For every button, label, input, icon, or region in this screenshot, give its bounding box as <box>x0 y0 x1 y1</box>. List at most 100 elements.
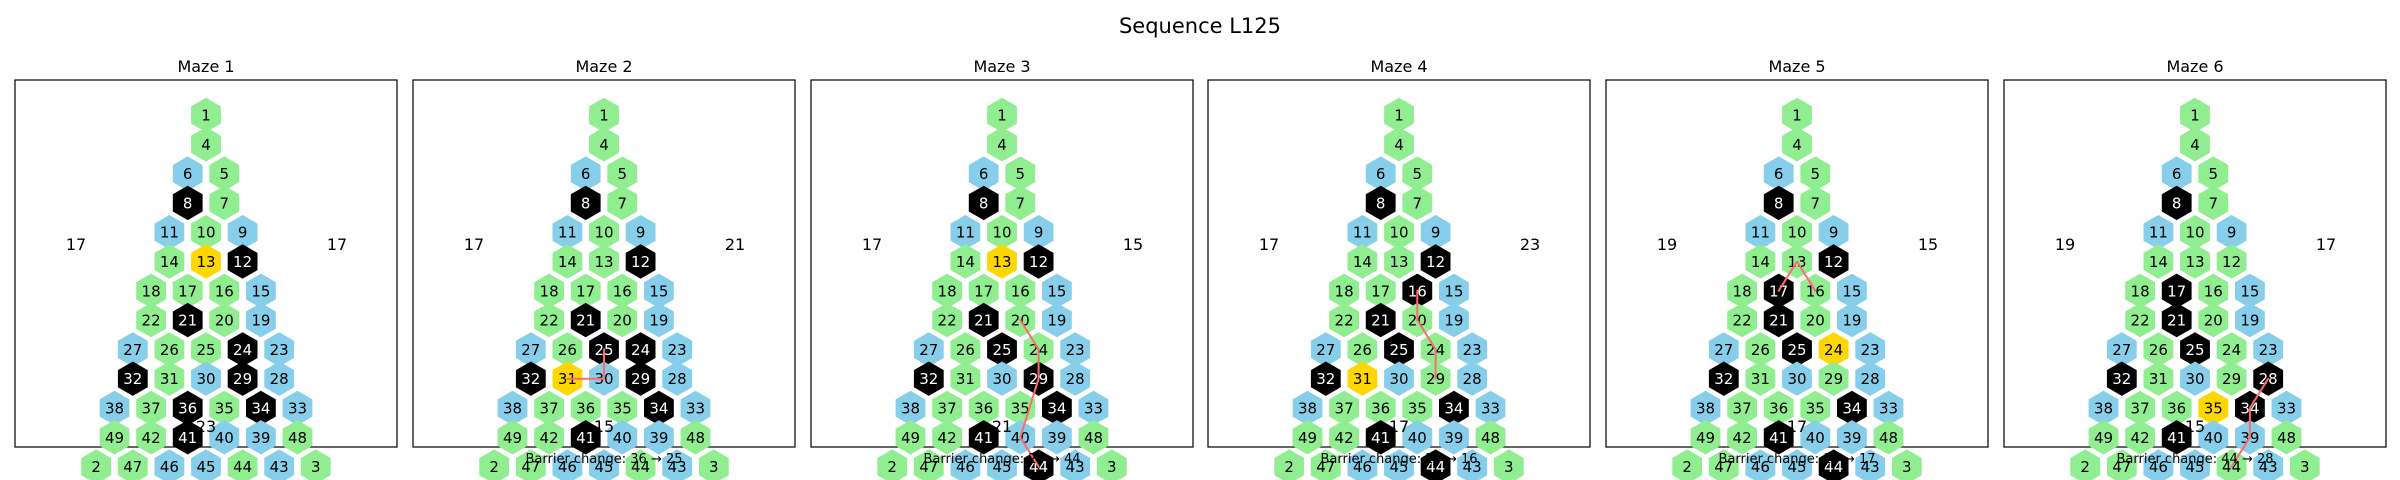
hex-label: 35 <box>613 400 632 418</box>
hex-shape <box>1439 273 1469 308</box>
hex-cell-5-green: 5 <box>1402 156 1433 191</box>
hex-label: 46 <box>1751 458 1770 476</box>
hex-shape <box>644 390 674 426</box>
hex-label: 19 <box>251 312 270 330</box>
hex-cell-11-blue: 11 <box>950 215 981 250</box>
hex-label: 21 <box>1371 312 1390 330</box>
hex-shape <box>534 390 564 426</box>
hex-cell-30-blue: 30 <box>1782 361 1812 396</box>
hex-label: 3 <box>1902 458 1912 476</box>
hex-shape <box>2271 390 2302 426</box>
hex-shape <box>497 420 528 455</box>
hex-shape <box>1457 332 1488 367</box>
hex-label: 20 <box>613 312 632 330</box>
hex-shape <box>1402 390 1433 426</box>
hex-label: 28 <box>668 370 687 388</box>
hex-shape <box>932 420 962 455</box>
hex-cell-1-green: 1 <box>1782 97 1812 133</box>
hex-label: 2 <box>91 458 101 476</box>
hex-cell-5-green: 5 <box>1800 156 1831 191</box>
hex-cell-11-blue: 11 <box>2143 215 2174 250</box>
hex-cell-4-green: 4 <box>1782 127 1812 162</box>
hex-shape <box>1690 390 1721 426</box>
hex-label: 29 <box>1824 370 1843 388</box>
hex-cell-30-blue: 30 <box>1384 361 1414 396</box>
hex-cell-46-blue: 46 <box>2143 449 2174 480</box>
hex-label: 26 <box>1353 341 1372 359</box>
panel-frame <box>810 79 1194 448</box>
hex-cell-39-blue: 39 <box>644 420 674 455</box>
hex-shape <box>607 420 638 455</box>
hex-shape <box>987 127 1017 162</box>
hex-cell-46-blue: 46 <box>552 449 583 480</box>
hex-shape <box>607 273 638 308</box>
hex-cell-10-green: 10 <box>191 215 221 250</box>
right-side-value: 17 <box>2316 235 2336 254</box>
hex-label: 1 <box>1792 107 1802 125</box>
barrier-path-line <box>2230 377 2270 468</box>
hex-cell-8-black: 8 <box>570 185 601 221</box>
hex-shape <box>1023 215 1054 250</box>
bottom-side-value: 15 <box>2185 417 2205 436</box>
hex-cell-47-green: 47 <box>1708 449 1739 480</box>
hex-shape <box>227 361 258 396</box>
panel-frame <box>2003 79 2387 448</box>
hex-label: 30 <box>2185 370 2204 388</box>
hex-cell-34-black: 34 <box>1439 390 1469 426</box>
hex-cell-48-green: 48 <box>1475 420 1506 455</box>
hex-cell-49-green: 49 <box>1690 420 1721 455</box>
hex-shape <box>209 273 240 308</box>
hex-shape <box>1292 420 1323 455</box>
hex-cell-28-blue: 28 <box>1855 361 1886 396</box>
hex-cell-24-green: 24 <box>2216 332 2247 367</box>
hex-label: 13 <box>2185 253 2204 271</box>
hex-cell-34-black: 34 <box>1042 390 1072 426</box>
bottom-side-value: 17 <box>1389 417 1409 436</box>
hex-cell-19-blue: 19 <box>246 302 276 338</box>
hex-shape <box>987 361 1017 396</box>
hex-label: 44 <box>1426 458 1445 476</box>
hex-label: 36 <box>2167 400 2186 418</box>
hex-cell-45-blue: 45 <box>191 449 221 480</box>
hex-cell-42-green: 42 <box>1727 420 1757 455</box>
panel-title: Maze 5 <box>1768 57 1825 76</box>
hex-shape <box>2088 420 2119 455</box>
hex-cell-9-blue: 9 <box>1420 215 1451 250</box>
hex-shape <box>1745 361 1776 396</box>
hex-cell-3-green: 3 <box>1891 449 1922 480</box>
hex-cell-3-green: 3 <box>2289 449 2320 480</box>
hex-shape <box>987 449 1017 480</box>
hex-cell-35-green: 35 <box>607 390 638 426</box>
hex-shape <box>172 185 203 221</box>
hex-shape <box>1457 449 1488 480</box>
hex-shape <box>968 302 999 338</box>
hex-cell-41-black: 41 <box>2161 420 2192 455</box>
hex-shape <box>191 361 221 396</box>
hex-cell-32-black: 32 <box>1310 361 1341 396</box>
hex-cell-12-black: 12 <box>1023 244 1054 279</box>
hex-cell-46-blue: 46 <box>950 449 981 480</box>
hex-label: 28 <box>270 370 289 388</box>
hex-shape <box>264 332 295 367</box>
hex-cell-17-green: 17 <box>968 273 999 308</box>
hex-cell-10-green: 10 <box>2180 215 2210 250</box>
hex-label: 22 <box>938 312 957 330</box>
hex-label: 41 <box>576 429 595 447</box>
hex-shape <box>1708 449 1739 480</box>
hex-cell-43-blue: 43 <box>662 449 693 480</box>
hex-label: 6 <box>183 165 193 183</box>
hex-label: 31 <box>1751 370 1770 388</box>
hex-shape <box>877 449 908 480</box>
hex-cell-27-blue: 27 <box>2106 332 2137 367</box>
hex-label: 27 <box>123 341 142 359</box>
hex-cell-19-blue: 19 <box>644 302 674 338</box>
hex-shape <box>625 215 656 250</box>
hex-cell-19-blue: 19 <box>2235 302 2265 338</box>
hex-label: 41 <box>178 429 197 447</box>
hex-cell-32-black: 32 <box>913 361 944 396</box>
hex-shape <box>227 215 258 250</box>
hex-shape <box>2198 185 2229 221</box>
hex-shape <box>680 420 711 455</box>
hex-cell-41-black: 41 <box>968 420 999 455</box>
